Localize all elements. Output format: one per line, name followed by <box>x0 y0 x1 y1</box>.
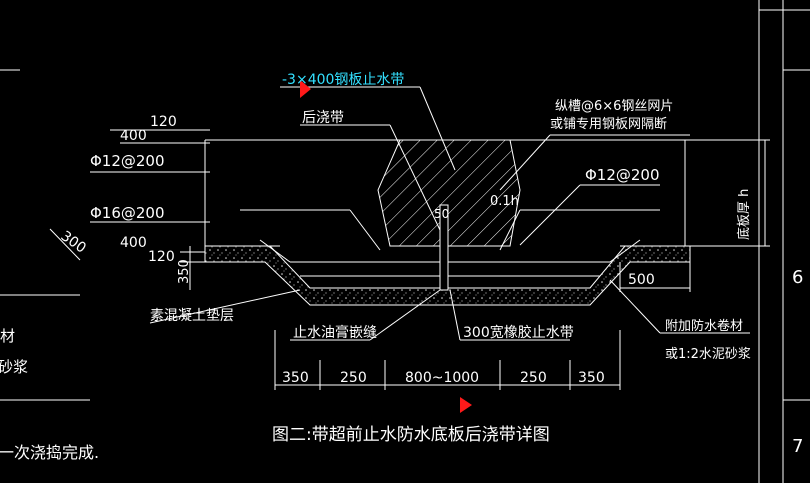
label-50: 50 <box>434 207 449 221</box>
dim-bottom-3: 250 <box>520 370 547 386</box>
dimension-lines <box>110 129 770 390</box>
label-mesh-2: 或铺专用钢板网隔断 <box>550 117 667 132</box>
dim-120-top: 120 <box>150 114 177 130</box>
steel-plate-waterstop <box>439 204 449 291</box>
dim-bottom-0: 350 <box>282 370 309 386</box>
leader-lines <box>49 86 750 341</box>
dim-120-mid: 120 <box>148 249 175 265</box>
rebar-lines <box>240 209 660 263</box>
dim-bottom-4: 350 <box>578 370 605 386</box>
dim-500: 500 <box>628 272 655 288</box>
label-sealant: 止水油膏嵌缝 <box>293 324 377 341</box>
dim-400-top: 400 <box>120 128 147 144</box>
label-post-pour: 后浇带 <box>302 110 344 126</box>
red-triangle-marker-bottom <box>460 397 472 413</box>
note-left-1: 材 <box>0 327 15 345</box>
dim-350-vertical: 350 <box>177 259 192 284</box>
note-bottom-left: 一次浇捣完成. <box>0 443 99 462</box>
label-plain-concrete: 素混凝土垫层 <box>150 308 234 324</box>
dim-bottom-1: 250 <box>340 370 367 386</box>
post-pour-zone-hatch <box>377 139 521 247</box>
label-rebar-top-right: Φ12@200 <box>585 166 660 184</box>
label-rebar-top-left: Φ12@200 <box>90 152 165 170</box>
dim-400-mid: 400 <box>120 235 147 251</box>
marker-right-7: 7 <box>792 436 803 457</box>
label-extra-membrane-2: 或1:2水泥砂浆 <box>665 347 751 362</box>
label-0-1h: 0.1h <box>490 194 519 209</box>
note-left-2: 砂浆 <box>0 358 28 376</box>
marker-right-6: 6 <box>792 267 803 288</box>
label-slab-thickness: 底板厚 h <box>736 189 752 240</box>
drawing-title: 图二:带超前止水防水底板后浇带详图 <box>272 425 550 445</box>
label-rebar-bottom-left: Φ16@200 <box>90 204 165 222</box>
red-triangle-marker-top <box>300 80 311 98</box>
label-rubber-waterstop: 300宽橡胶止水带 <box>463 324 574 341</box>
label-steel-plate: -3×400钢板止水带 <box>282 72 404 88</box>
dim-bottom-2: 800~1000 <box>405 370 479 386</box>
label-mesh-1: 纵槽@6×6钢丝网片 <box>555 99 673 114</box>
label-extra-membrane-1: 附加防水卷材 <box>665 318 743 334</box>
